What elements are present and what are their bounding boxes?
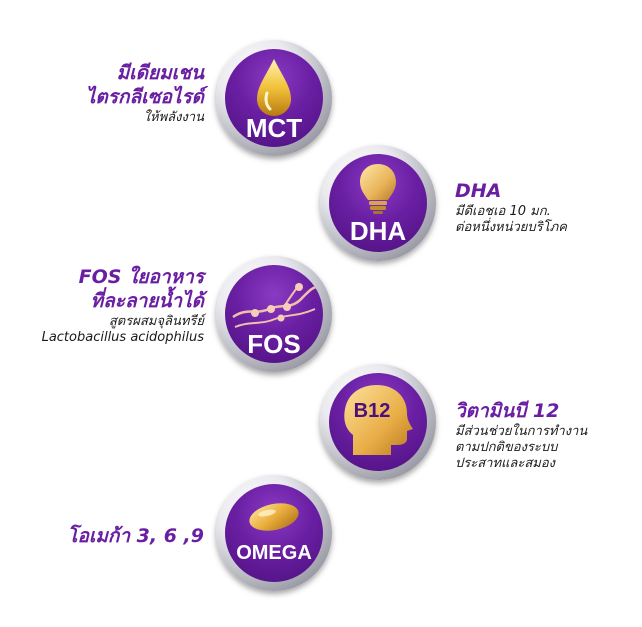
omega-badge-label: OMEGA [236, 542, 312, 564]
fos-heading-line-1: FOS ใยอาหาร [78, 266, 204, 288]
dha-sub-line-2: ต่อหนึ่งหน่วยบริโภค [455, 220, 567, 235]
omega-description: โอเมก้า 3, 6 ,9 [4, 525, 204, 549]
fiber-icon [232, 283, 318, 328]
mct-badge-label: MCT [245, 113, 303, 143]
head-profile-icon [344, 385, 413, 455]
b12-sub-line-3: ประสาทและสมอง [455, 456, 556, 472]
b12-description: วิตามินบี 12 มีส่วนช่วยในการทำงาน ตามปกต… [455, 400, 640, 473]
b12-badge-label: B12 [353, 400, 391, 422]
dha-badge-label: DHA [349, 216, 407, 246]
fos-badge-label: FOS [247, 329, 301, 359]
b12-badge-inner: B12 [329, 373, 427, 471]
dha-badge: DHA [320, 145, 436, 261]
capsule-icon [249, 503, 299, 531]
fos-sub-line-1: สูตรผสมจุลินทรีย์ [108, 313, 204, 329]
omega-badge: OMEGA [216, 475, 332, 591]
b12-sub-line-1: มีส่วนช่วยในการทำงาน [455, 423, 588, 439]
mct-sub-line-1: ให้พลังงาน [143, 109, 204, 125]
omega-badge-inner: OMEGA [225, 484, 323, 582]
mct-badge-inner: MCT [225, 49, 323, 147]
oil-drop-icon [257, 59, 291, 116]
dha-description: DHA มีดีเอชเอ 10 มก. ต่อหนึ่งหน่วยบริโภค [455, 180, 640, 236]
fos-badge-inner: FOS [225, 265, 323, 363]
omega-heading-line-1: โอเมก้า 3, 6 ,9 [67, 525, 204, 547]
fos-badge: FOS [216, 256, 332, 372]
b12-badge: B12 [320, 364, 436, 480]
dha-heading-line-1: DHA [455, 180, 502, 202]
mct-badge: MCT [216, 40, 332, 156]
fos-sub-line-2: Lactobacillus acidophilus [41, 329, 204, 345]
fos-heading-line-2: ที่ละลายน้ำได้ [90, 289, 204, 312]
mct-heading-line-1: มีเดียมเชน [116, 62, 204, 84]
b12-heading-line-1: วิตามินบี 12 [455, 400, 560, 422]
mct-description: มีเดียมเชน ไตรกลีเซอไรด์ ให้พลังงาน [4, 62, 204, 126]
light-bulb-icon [360, 164, 396, 214]
mct-heading-line-2: ไตรกลีเซอไรด์ [85, 85, 204, 108]
dha-sub-line-1: มีดีเอชเอ 10 มก. [455, 203, 551, 219]
b12-sub-line-2: ตามปกติของระบบ [455, 440, 558, 455]
fos-description: FOS ใยอาหาร ที่ละลายน้ำได้ สูตรผสมจุลินท… [4, 266, 204, 346]
dha-badge-inner: DHA [329, 154, 427, 252]
